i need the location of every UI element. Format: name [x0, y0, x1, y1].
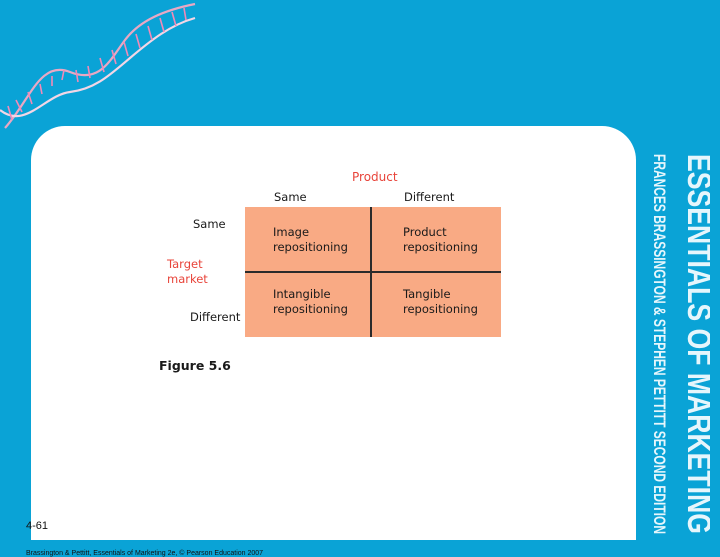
- matrix-cell-intangible-repositioning: Intangible repositioning: [273, 287, 348, 316]
- column-label-different: Different: [404, 190, 455, 204]
- product-header: Product: [352, 170, 398, 184]
- book-title-vertical: ESSENTIALS OF MARKETING FRANCES BRASSING…: [650, 154, 710, 534]
- dna-helix-image: [0, 2, 196, 129]
- slide-number: 4-61: [26, 520, 49, 532]
- row-label-same: Same: [193, 217, 226, 231]
- matrix-cell-product-repositioning: Product repositioning: [403, 225, 478, 254]
- slide-content-card: Product Same Different Same Different Ta…: [26, 126, 636, 557]
- matrix-horizontal-divider: [245, 271, 501, 273]
- book-title-line1: ESSENTIALS OF MARKETING: [681, 154, 710, 534]
- figure-caption: Figure 5.6: [159, 358, 231, 373]
- column-label-same: Same: [274, 190, 307, 204]
- book-title-line2: FRANCES BRASSINGTON & STEPHEN PETTITT SE…: [650, 154, 669, 534]
- footer-credit: Brassington & Pettitt, Essentials of Mar…: [26, 550, 264, 557]
- matrix-cell-tangible-repositioning: Tangible repositioning: [403, 287, 478, 316]
- matrix-cell-image-repositioning: Image repositioning: [273, 225, 348, 254]
- target-market-header: Target market: [167, 257, 208, 286]
- row-label-different: Different: [190, 310, 241, 324]
